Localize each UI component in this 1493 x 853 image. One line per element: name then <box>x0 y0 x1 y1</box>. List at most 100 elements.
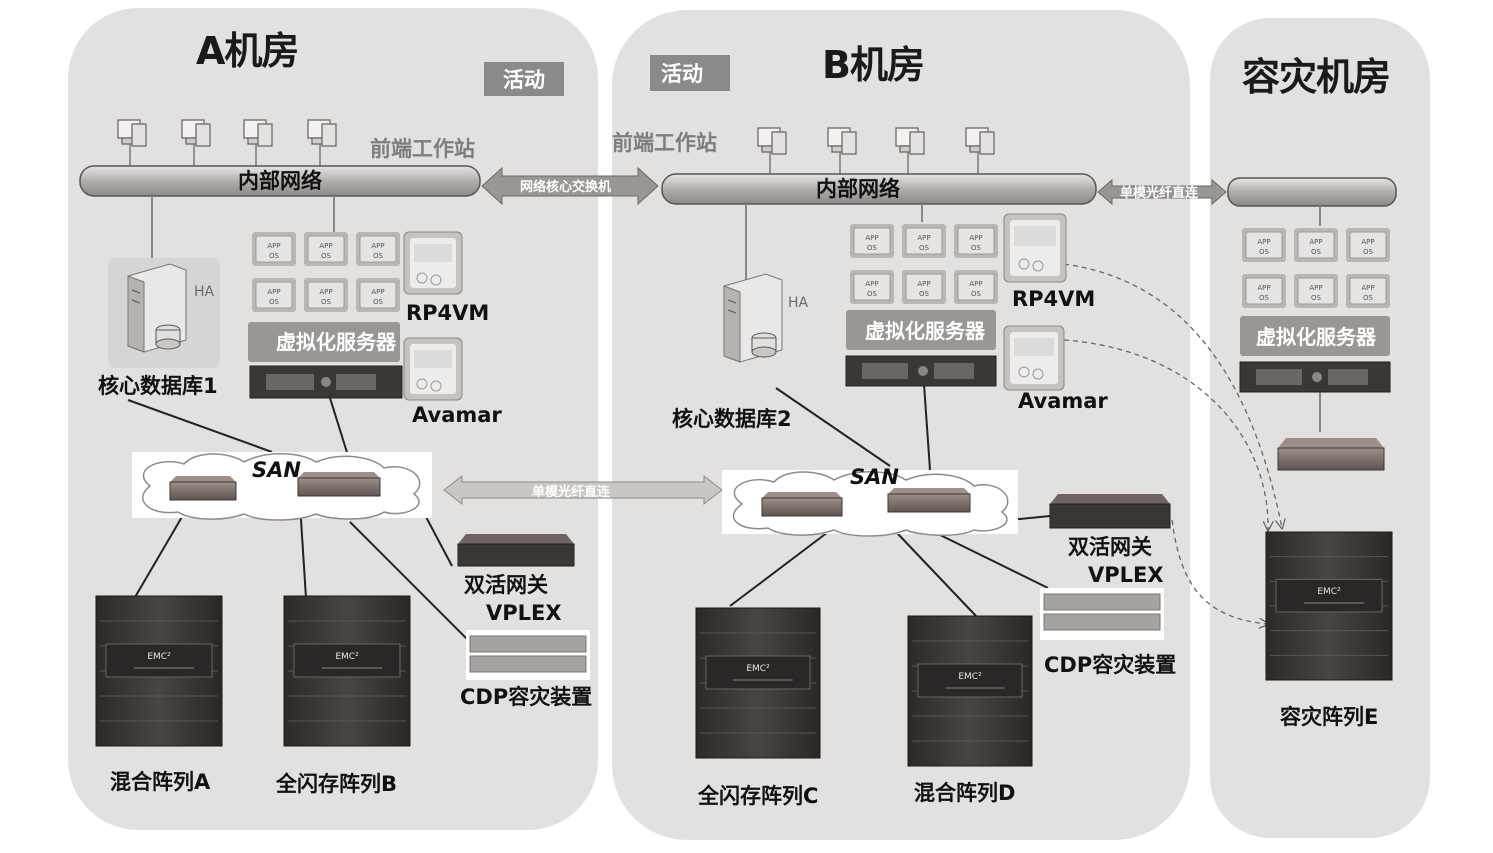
array-a-icon: EMC² <box>95 595 223 747</box>
dr-vm-os-label: OS <box>1259 248 1270 256</box>
db2-label: 核心数据库2 <box>672 407 792 431</box>
network-b-label: 内部网络 <box>816 177 900 201</box>
b-vm-os-label: OS <box>867 290 878 298</box>
array-d-icon-brand: EMC² <box>958 672 982 682</box>
core-switch-label: 网络核心交换机 <box>520 179 611 195</box>
cdp-a-label: CDP容灾装置 <box>460 685 592 709</box>
rp4vm-a-label: RP4VM <box>406 301 489 325</box>
a-vm-app-label: APP <box>371 242 384 250</box>
dr-vm-os-label: OS <box>1259 294 1270 302</box>
san-cloud-b <box>722 470 1018 537</box>
array-b-label: 全闪存阵列B <box>275 772 397 796</box>
avamar-a-icon <box>403 337 463 401</box>
b-vm-app-label: APP <box>865 234 878 242</box>
fiber-top-arrow <box>1097 178 1227 206</box>
rack-server-a-icon <box>249 365 403 399</box>
a-vm-app-label: APP <box>267 288 280 296</box>
a-vm-tile: APP OS <box>252 278 296 312</box>
a-vm-os-label: OS <box>269 252 280 260</box>
virt-dr-label: 虚拟化服务器 <box>1256 325 1377 349</box>
dr-vm-app-label: APP <box>1309 284 1322 292</box>
dr-vm-os-label: OS <box>1311 248 1322 256</box>
dr-vm-os-label: OS <box>1311 294 1322 302</box>
dr-vm-app-label: APP <box>1309 238 1322 246</box>
dr-vm-tile: APP OS <box>1346 274 1390 308</box>
network-pipe-a <box>79 165 481 197</box>
b-vm-app-label: APP <box>917 280 930 288</box>
dr-vm-tile: APP OS <box>1294 274 1338 308</box>
dr-vm-app-label: APP <box>1257 284 1270 292</box>
db-server-b-icon <box>723 273 783 363</box>
array-b-icon: EMC² <box>283 595 411 747</box>
ha-b-label: HA <box>788 295 809 311</box>
cdp-a-icon <box>466 630 590 680</box>
dr-vm-app-label: APP <box>1257 238 1270 246</box>
array-d-icon: EMC² <box>907 615 1033 767</box>
b-vm-app-label: APP <box>969 280 982 288</box>
array-b-icon-brand: EMC² <box>335 652 359 662</box>
array-e-icon-brand: EMC² <box>1317 587 1341 597</box>
b-vm-os-label: OS <box>919 290 930 298</box>
a-vm-tile: APP OS <box>356 232 400 266</box>
cdp-b-icon <box>1040 588 1164 640</box>
b-vm-os-label: OS <box>867 244 878 252</box>
gw-b-label-1: 双活网关 <box>1068 535 1152 559</box>
a-vm-os-label: OS <box>269 298 280 306</box>
virt-server-b <box>846 310 996 350</box>
replication-dashed-lines <box>1063 263 1282 624</box>
dr-vm-app-label: APP <box>1361 238 1374 246</box>
san-cloud-a <box>132 452 432 521</box>
dr-vm-os-label: OS <box>1363 294 1374 302</box>
gw-a-label-2: VPLEX <box>486 601 562 625</box>
fiber-mid-label: 单模光纤直连 <box>532 484 611 500</box>
a-vm-os-label: OS <box>373 252 384 260</box>
array-e-icon: EMC² <box>1265 531 1393 681</box>
gw-b-label-2: VPLEX <box>1088 563 1164 587</box>
avamar-a-label: Avamar <box>412 403 502 427</box>
core-switch-arrow <box>481 166 659 206</box>
avamar-b-icon <box>1003 325 1065 391</box>
room-b-title: B机房 <box>822 43 924 87</box>
vplex-a-icon <box>457 534 575 567</box>
badge-b-label: 活动 <box>661 62 703 86</box>
rack-server-b-icon <box>845 355 997 387</box>
a-vm-os-label: OS <box>321 252 332 260</box>
virt-b-label: 虚拟化服务器 <box>865 319 986 343</box>
rp4vm-a-icon <box>403 231 463 295</box>
a-vm-app-label: APP <box>267 242 280 250</box>
rp4vm-b-icon <box>1003 213 1067 283</box>
db1-label: 核心数据库1 <box>98 374 218 398</box>
dr-vm-app-label: APP <box>1361 284 1374 292</box>
frontend-b-label: 前端工作站 <box>612 131 717 155</box>
dr-vm-tile: APP OS <box>1242 274 1286 308</box>
ha-a-label: HA <box>194 284 215 300</box>
dr-vm-tile: APP OS <box>1294 228 1338 262</box>
rp4vm-b-label: RP4VM <box>1012 287 1095 311</box>
a-vm-app-label: APP <box>319 288 332 296</box>
b-vm-os-label: OS <box>971 244 982 252</box>
b-vm-app-label: APP <box>865 280 878 288</box>
room-dr-title: 容灾机房 <box>1242 55 1390 99</box>
array-c-label: 全闪存阵列C <box>697 784 818 808</box>
gw-a-label-1: 双活网关 <box>464 573 548 597</box>
array-e-label: 容灾阵列E <box>1280 705 1378 729</box>
vplex-b-icon <box>1049 494 1171 529</box>
network-a-label: 内部网络 <box>238 169 322 193</box>
rack-server-dr-icon <box>1239 361 1391 393</box>
b-vm-tile: APP OS <box>902 270 946 304</box>
dr-switch-icon <box>1277 438 1385 471</box>
db-server-a-icon <box>108 258 220 368</box>
badge-b <box>650 55 730 91</box>
cdp-b-label: CDP容灾装置 <box>1044 653 1176 677</box>
a-vm-tile: APP OS <box>252 232 296 266</box>
array-c-icon-brand: EMC² <box>746 664 770 674</box>
workstations-b <box>757 127 995 174</box>
